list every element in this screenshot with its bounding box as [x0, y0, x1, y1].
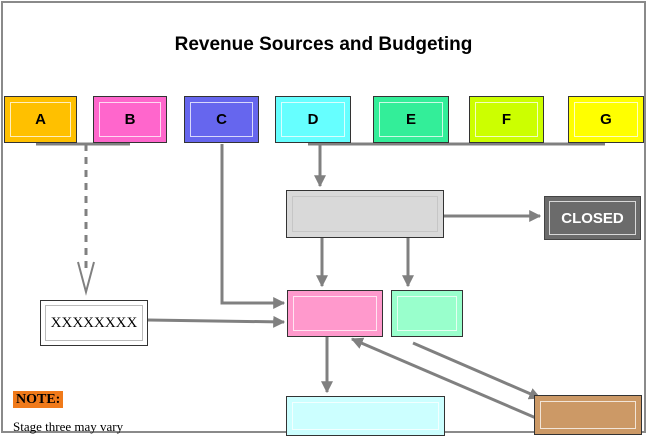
placeholder-to-pink-arrow [147, 315, 286, 328]
source-label-d: D [307, 111, 319, 128]
brown-stage-box [534, 395, 642, 435]
mint-stage-box [391, 290, 463, 337]
source-box-e: E [373, 96, 449, 143]
note-tag: NOTE: [13, 391, 64, 408]
gray-stage-box [286, 190, 444, 238]
c-to-pink-arrow [220, 144, 286, 309]
placeholder-label: XXXXXXXX [50, 314, 138, 331]
closed-label: CLOSED [561, 209, 624, 227]
brown-to-pink-arrow [350, 337, 537, 420]
source-label-g: G [600, 111, 612, 128]
cyan-stage-box [286, 396, 445, 436]
source-box-g: G [568, 96, 644, 143]
closed-box: CLOSED [544, 196, 641, 240]
note-text: Stage three may vary [13, 419, 124, 434]
placeholder-box: XXXXXXXX [40, 300, 148, 346]
source-label-e: E [405, 111, 416, 128]
source-box-f: F [469, 96, 544, 143]
source-box-d: D [275, 96, 351, 143]
source-box-b: B [93, 96, 167, 143]
source-box-c: C [184, 96, 259, 143]
source-label-f: F [501, 111, 512, 128]
source-label-c: C [216, 111, 227, 128]
source-box-a: A [4, 96, 77, 143]
source-label-a: A [35, 111, 46, 128]
diagram-title: Revenue Sources and Budgeting [174, 34, 473, 55]
source-label-b: B [124, 111, 136, 128]
pink-stage-box [287, 290, 383, 337]
open-arrowhead [77, 261, 95, 296]
mint-to-brown-arrow [412, 341, 542, 400]
